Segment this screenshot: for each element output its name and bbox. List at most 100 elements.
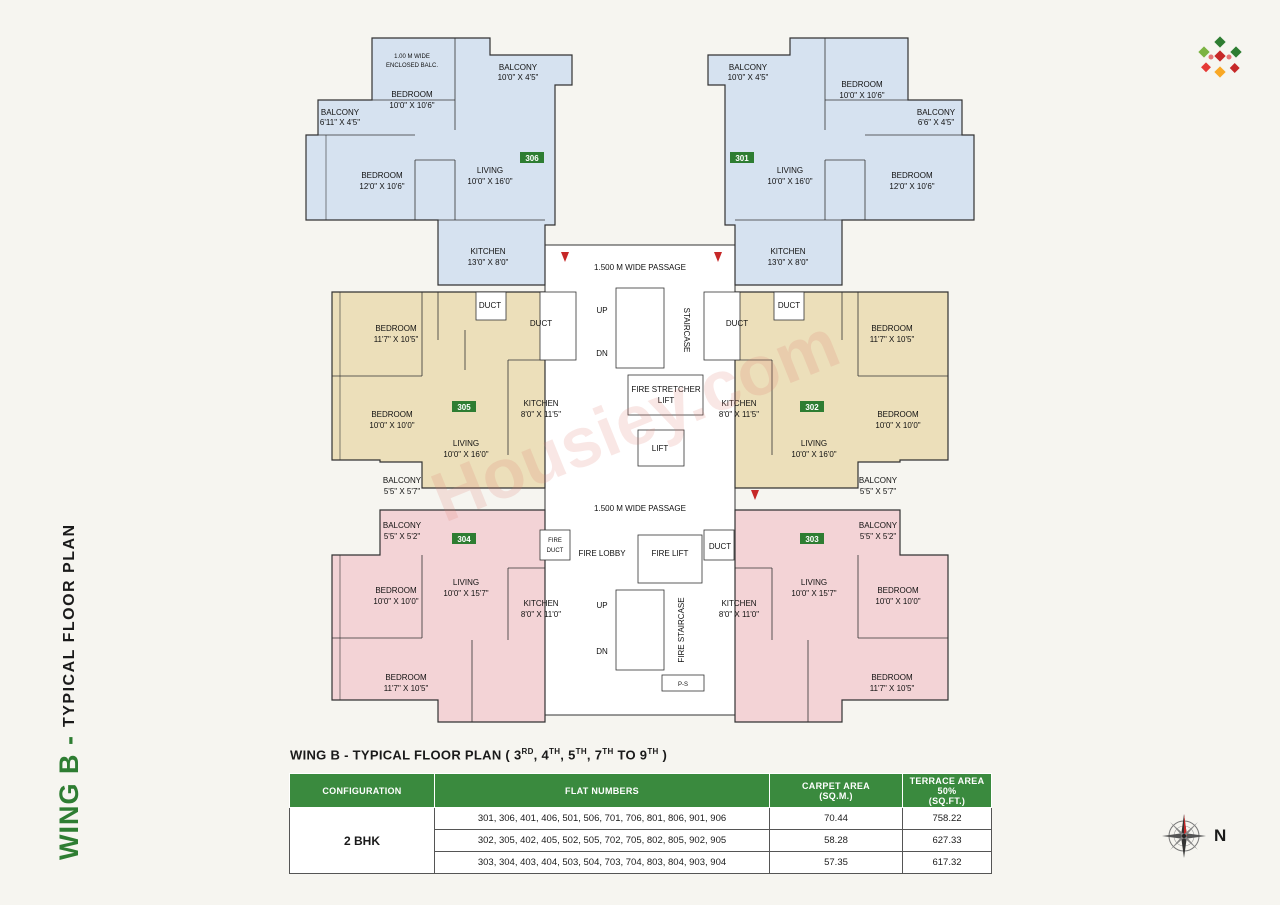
room-305-bedroom2: BEDROOM [371, 410, 413, 419]
dim-305-bedroom2: 10'0" X 10'0" [369, 421, 414, 430]
dim-304-bedroom2: 11'7" X 10'5" [384, 684, 429, 693]
room-302-duct1: DUCT [778, 301, 800, 310]
dim-306-kitchen: 13'0" X 8'0" [468, 258, 509, 267]
room-303-bedroom1: BEDROOM [877, 586, 919, 595]
terrace-area-cell: 617.32 [902, 851, 992, 874]
dim-303-kitchen: 8'0" X 11'0" [719, 610, 759, 619]
dim-301-balcony1: 10'0" X 4'5" [728, 73, 769, 82]
dim-303-balcony: 5'5" X 5'2" [860, 532, 896, 541]
table-row: 2 BHK 301, 306, 401, 406, 501, 506, 701,… [289, 807, 992, 874]
dim-306-bedroom1: 10'0" X 10'6" [389, 101, 434, 110]
passage-label-top: 1.500 M WIDE PASSAGE [594, 263, 686, 272]
fire-stair-dn-label: DN [596, 647, 608, 656]
arrow-up-icon [751, 490, 759, 500]
dim-304-balcony: 5'5" X 5'2" [384, 532, 420, 541]
encl-balc-label-306b: ENCLOSED BALC. [386, 63, 438, 69]
room-301-bedroom2: BEDROOM [891, 171, 933, 180]
flat-badge-304: 304 [452, 533, 476, 544]
room-303-kitchen: KITCHEN [721, 599, 756, 608]
fire-stretcher-label: FIRE STRETCHER [631, 385, 701, 394]
room-306-balcony1: BALCONY [499, 63, 538, 72]
dim-301-balcony2: 6'6" X 4'5" [918, 118, 954, 127]
north-label: N [1214, 826, 1227, 845]
table-title-part: TO 9 [613, 747, 648, 763]
fire-lift-label: FIRE LIFT [652, 549, 689, 558]
room-305-duct1: DUCT [479, 301, 501, 310]
room-305-duct2: DUCT [530, 319, 552, 328]
room-306-bedroom1: BEDROOM [391, 90, 433, 99]
table-title-part: , 4 [533, 747, 550, 763]
dim-305-balcony: 5'5" X 5'7" [384, 487, 420, 496]
room-306-kitchen: KITCHEN [470, 247, 505, 256]
svg-text:305: 305 [457, 403, 471, 412]
terrace-area-cell: 627.33 [902, 829, 992, 852]
header-carpet-area: CARPET AREA(SQ.M.) [769, 773, 903, 808]
carpet-area-cell: 57.35 [769, 851, 903, 874]
room-301-bedroom1: BEDROOM [841, 80, 883, 89]
svg-text:301: 301 [735, 154, 749, 163]
header-terrace-unit: (SQ.FT.) [928, 795, 966, 806]
compass-icon [1160, 812, 1208, 860]
table-title-sup: TH [575, 747, 587, 756]
room-304-kitchen: KITCHEN [523, 599, 558, 608]
room-304-living: LIVING [453, 578, 479, 587]
room-305-kitchen: KITCHEN [523, 399, 558, 408]
table-title-part: , 7 [586, 747, 603, 763]
passage-label-mid: 1.500 M WIDE PASSAGE [594, 504, 686, 513]
carpet-area-cell: 70.44 [769, 807, 903, 830]
room-303-duct: DUCT [709, 542, 731, 551]
dim-301-living: 10'0" X 16'0" [767, 177, 812, 186]
table-title-end: ) [658, 747, 668, 763]
table-title-sup: TH [602, 747, 614, 756]
room-301-balcony2: BALCONY [917, 108, 956, 117]
dim-301-bedroom2: 12'0" X 10'6" [889, 182, 934, 191]
flat-badge-301: 301 [730, 152, 754, 163]
header-flat-numbers: FLAT NUMBERS [434, 773, 770, 808]
fire-duct-label-b: DUCT [547, 548, 564, 554]
room-303-bedroom2: BEDROOM [871, 673, 913, 682]
svg-text:303: 303 [805, 535, 819, 544]
flat-badge-303: 303 [800, 533, 824, 544]
room-306-balcony2: BALCONY [321, 108, 360, 117]
room-302-balcony: BALCONY [859, 476, 898, 485]
svg-text:304: 304 [457, 535, 471, 544]
arrow-up-icon [561, 252, 569, 262]
table-row: 302, 305, 402, 405, 502, 505, 702, 705, … [290, 829, 992, 852]
table-title: WING B - TYPICAL FLOOR PLAN ( 3RD, 4TH, … [290, 747, 667, 762]
dim-303-living: 10'0" X 15'7" [791, 589, 836, 598]
table-title-sup: TH [647, 747, 659, 756]
room-302-living: LIVING [801, 439, 827, 448]
header-terrace-area: TERRACE AREA 50%(SQ.FT.) [902, 773, 992, 808]
flat-badge-305: 305 [452, 401, 476, 412]
fire-lobby-label: FIRE LOBBY [578, 549, 626, 558]
arrow-up-icon [714, 252, 722, 262]
flat-numbers-cell: 302, 305, 402, 405, 502, 505, 702, 705, … [434, 829, 770, 852]
flat-badge-302: 302 [800, 401, 824, 412]
dim-302-living: 10'0" X 16'0" [791, 450, 836, 459]
staircase-label: STAIRCASE [682, 308, 691, 353]
area-table: CONFIGURATION FLAT NUMBERS CARPET AREA(S… [289, 773, 992, 874]
room-306-bedroom2: BEDROOM [361, 171, 403, 180]
room-302-kitchen: KITCHEN [721, 399, 756, 408]
svg-text:302: 302 [805, 403, 819, 412]
stair-dn-label: DN [596, 349, 608, 358]
dim-305-kitchen: 8'0" X 11'5" [521, 410, 561, 419]
header-carpet-area-label: CARPET AREA [802, 780, 870, 791]
room-302-bedroom1: BEDROOM [871, 324, 913, 333]
dim-303-bedroom2: 11'7" X 10'5" [870, 684, 915, 693]
header-carpet-unit: (SQ.M.) [819, 790, 853, 801]
room-303-living: LIVING [801, 578, 827, 587]
room-305-bedroom1: BEDROOM [375, 324, 417, 333]
dim-304-living: 10'0" X 15'7" [443, 589, 488, 598]
floor-plan-svg: 1.00 M WIDE ENCLOSED BALC. BEDROOM 10'0"… [305, 37, 975, 723]
room-304-bedroom1: BEDROOM [375, 586, 417, 595]
configuration-cell: 2 BHK [289, 807, 435, 874]
room-304-bedroom2: BEDROOM [385, 673, 427, 682]
room-302-duct2: DUCT [726, 319, 748, 328]
dim-302-bedroom1: 11'7" X 10'5" [870, 335, 915, 344]
room-306-living: LIVING [477, 166, 503, 175]
room-303-balcony: BALCONY [859, 521, 898, 530]
room-305-living: LIVING [453, 439, 479, 448]
room-301-balcony1: BALCONY [729, 63, 768, 72]
dim-306-balcony2: 6'11" X 4'5" [320, 118, 360, 127]
